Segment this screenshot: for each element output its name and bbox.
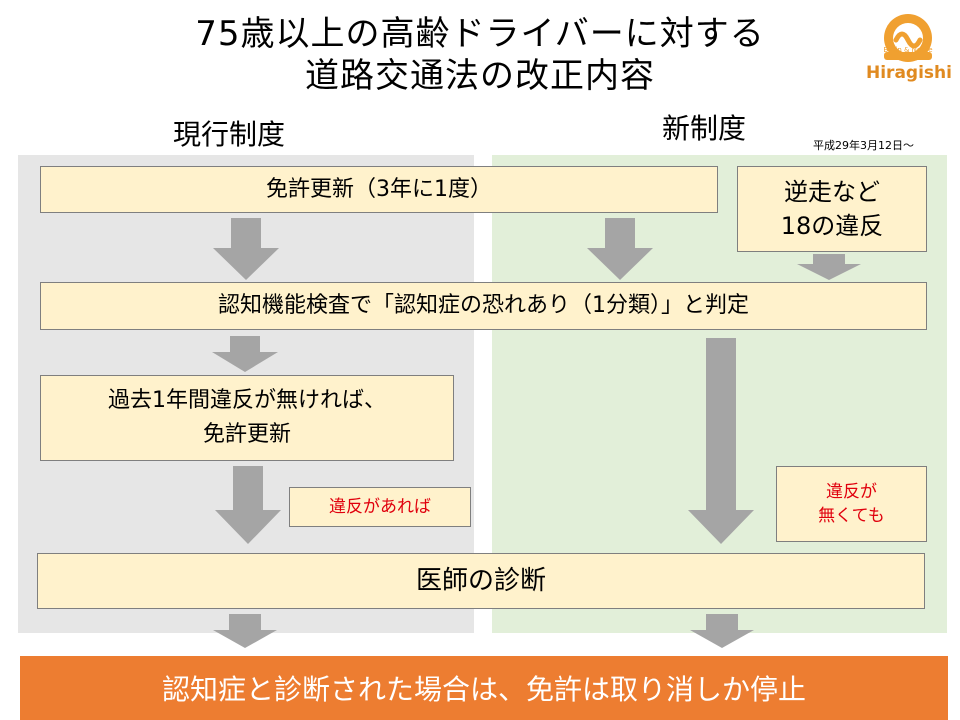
new-system-heading: 新制度 — [662, 112, 747, 145]
current-system-heading: 現行制度 — [173, 118, 286, 151]
arrow-down-icon — [212, 336, 278, 372]
arrow-down-icon — [797, 254, 861, 280]
effective-date: 平成29年3月12日～ — [813, 139, 914, 152]
license-renewal-label: 免許更新（3年に1度） — [266, 176, 492, 202]
result-banner-label: 認知症と診断された場合は、免許は取り消しか停止 — [161, 673, 806, 706]
hiragishi-logo: Brain & Nerve Hiragishi — [866, 8, 952, 88]
title-line-2: 道路交通法の改正内容 — [305, 56, 655, 96]
doctor-diagnosis-label: 医師の診断 — [415, 566, 546, 596]
license-renewal-box: 免許更新（3年に1度） — [40, 166, 718, 213]
arrow-down-icon — [215, 466, 281, 544]
doctor-diagnosis-box: 医師の診断 — [37, 553, 925, 609]
arrow-down-icon — [690, 614, 754, 648]
logo-emblem-icon — [884, 14, 932, 62]
violations-line-1: 逆走など — [784, 178, 880, 206]
cognitive-test-label: 認知機能検査で「認知症の恐れあり（1分類）」と判定 — [218, 293, 749, 318]
renew-if-clean-line-1: 過去1年間違反が無ければ、 — [108, 388, 386, 413]
even-without-violation-line-1: 違反が — [826, 482, 877, 502]
cognitive-test-box: 認知機能検査で「認知症の恐れあり（1分類）」と判定 — [40, 282, 927, 330]
if-violation-label: 違反があれば — [329, 497, 431, 517]
if-violation-note: 違反があれば — [289, 487, 471, 527]
logo-name: Hiragishi — [866, 63, 952, 83]
renew-if-clean-line-2: 免許更新 — [202, 422, 291, 447]
logo-tagline: Brain & Nerve — [883, 46, 933, 54]
result-banner: 認知症と診断された場合は、免許は取り消しか停止 — [20, 656, 948, 720]
arrow-down-icon — [213, 218, 279, 280]
arrow-down-icon — [213, 614, 277, 648]
renew-if-clean-box: 過去1年間違反が無ければ、 免許更新 — [40, 375, 454, 461]
even-without-violation-note: 違反が 無くても — [776, 466, 927, 542]
arrow-down-long-icon — [688, 338, 754, 544]
even-without-violation-line-2: 無くても — [818, 506, 885, 526]
arrow-down-icon — [587, 218, 653, 280]
violations-box: 逆走など 18の違反 — [737, 166, 927, 252]
title-line-1: 75歳以上の高齢ドライバーに対する — [195, 14, 765, 54]
violations-line-2: 18の違反 — [780, 212, 884, 240]
